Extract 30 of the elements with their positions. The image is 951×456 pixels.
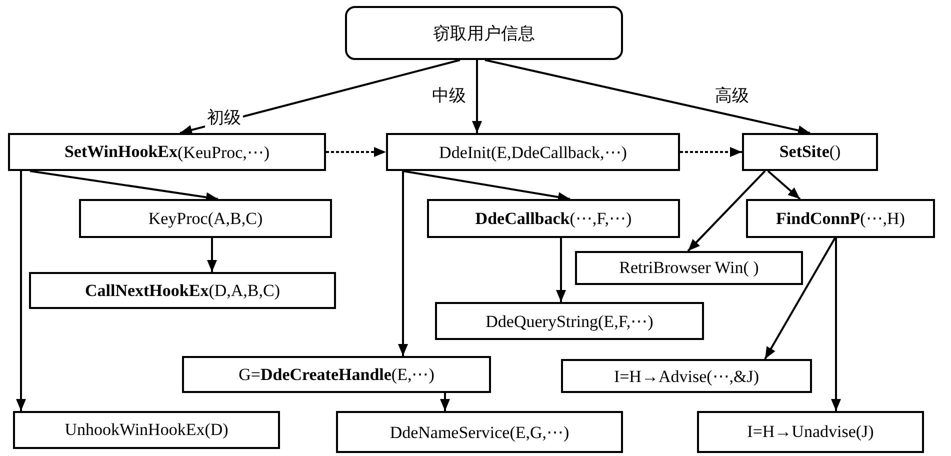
function-box: G=DdeCreateHandle(E,⋯) xyxy=(182,356,491,393)
function-box: DdeInit(E,DdeCallback,⋯) xyxy=(386,133,680,171)
arrow xyxy=(764,238,836,360)
edge-label: 初级 xyxy=(205,106,243,129)
arrow xyxy=(484,59,810,136)
arrow xyxy=(398,171,408,356)
arrow xyxy=(402,170,570,202)
function-box: KeyProc(A,B,C) xyxy=(79,199,332,238)
function-box: RetriBrowser Win( ) xyxy=(575,251,803,285)
function-box: CallNextHookEx(D,A,B,C) xyxy=(29,272,336,309)
function-box: DdeQueryString(E,F,⋯) xyxy=(435,302,704,340)
arrow xyxy=(687,170,766,252)
arrow xyxy=(16,171,26,411)
arrow xyxy=(207,238,217,272)
function-box: SetSite() xyxy=(742,133,878,171)
arrow xyxy=(440,393,450,411)
arrow xyxy=(326,147,386,157)
function-box: I=H→Unadvise(J) xyxy=(697,411,924,453)
arrow xyxy=(680,147,742,157)
function-box: DdeCallback(⋯,F,⋯) xyxy=(427,199,680,238)
function-box: UnhookWinHookEx(D) xyxy=(13,411,280,449)
function-box: I=H→Advise(⋯,&J) xyxy=(561,359,812,393)
function-box: FindConnP(⋯,H) xyxy=(746,199,935,238)
arrow xyxy=(831,238,841,411)
arrow xyxy=(472,60,482,133)
function-box: DdeNameService(E,G,⋯) xyxy=(336,411,623,453)
title-box: 窃取用户信息 xyxy=(345,6,623,60)
arrow xyxy=(767,170,801,200)
function-box: SetWinHookEx(KeuProc,⋯) xyxy=(8,133,326,171)
arrow xyxy=(556,238,566,302)
